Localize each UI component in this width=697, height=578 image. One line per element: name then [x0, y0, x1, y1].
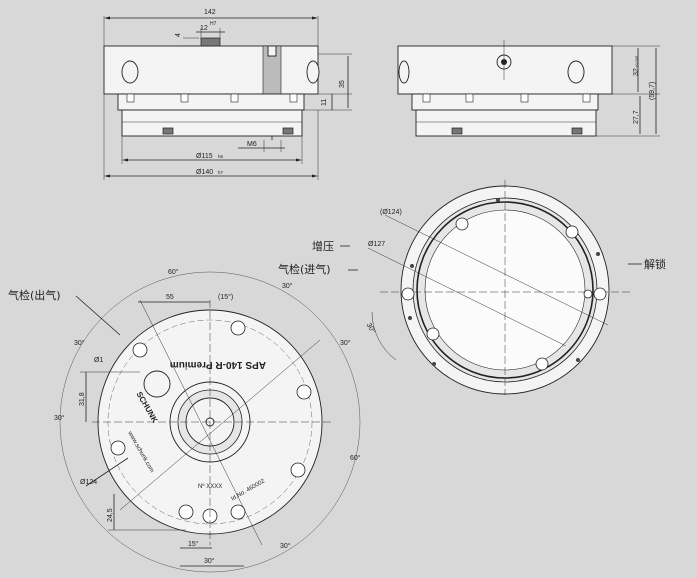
- bottom-view: APS 140-R Premium SCHUNK www.schunk.com …: [8, 268, 361, 573]
- dim-30-d: 30°: [54, 414, 65, 422]
- dim-15-paren: (15°): [218, 293, 233, 301]
- label-pressure-boost: 增压: [312, 239, 334, 253]
- dim-30-a: 30°: [282, 282, 293, 290]
- dim-32: 32: [633, 68, 640, 76]
- dim-32-tol: ±0,005: [634, 55, 639, 68]
- serial-engraving: Nº XXXX: [198, 483, 222, 490]
- dim-59-7: (59,7): [649, 82, 656, 100]
- label-air-check-in: 气检(进气): [278, 262, 331, 276]
- dim-140: Ø140: [196, 169, 213, 176]
- dim-11: 11: [321, 99, 328, 106]
- dim-dia-1: Ø1: [94, 357, 103, 364]
- dim-115: Ø115: [196, 153, 213, 160]
- dim-60-b: 60°: [350, 454, 361, 462]
- top-circular-view: (Ø124) Ø127 30° 增压 气检(进气) 解锁: [278, 180, 666, 395]
- model-engraving: APS 140-R Premium: [170, 359, 266, 370]
- dim-dia-124: Ø124: [80, 479, 97, 486]
- front-view: 142 12 H7 4: [103, 9, 352, 180]
- dim-30-bottom: 30°: [204, 557, 215, 565]
- dim-60: 60°: [168, 268, 179, 276]
- dim-24-5: 24,5: [107, 508, 114, 522]
- dim-30-b: 30°: [340, 339, 351, 347]
- dim-30-right: 30°: [365, 322, 377, 335]
- dim-115-tol: h6: [218, 154, 224, 159]
- dim-30-c: 30°: [74, 339, 85, 347]
- label-air-check-out: 气检(出气): [8, 288, 61, 302]
- side-view: 32 ±0,005 (59,7) 27,7: [397, 40, 660, 137]
- dim-55: 55: [166, 294, 174, 301]
- dim-dia-127: Ø127: [368, 241, 385, 248]
- dim-4: 4: [175, 33, 182, 37]
- dim-12: 12: [200, 25, 208, 32]
- dim-35: 35: [339, 80, 346, 88]
- dim-31-8: 31,8: [79, 392, 86, 406]
- dim-dia-124-paren: (Ø124): [380, 209, 402, 216]
- label-unlock: 解锁: [644, 257, 666, 271]
- dim-27-7: 27,7: [633, 110, 640, 124]
- dim-142: 142: [204, 9, 216, 16]
- dim-140-tol: h7: [218, 170, 224, 175]
- dim-15: 15°: [188, 540, 199, 548]
- dim-30-e: 30°: [280, 542, 291, 550]
- dim-m6: M6: [247, 141, 257, 148]
- dim-12-tol: H7: [210, 21, 217, 27]
